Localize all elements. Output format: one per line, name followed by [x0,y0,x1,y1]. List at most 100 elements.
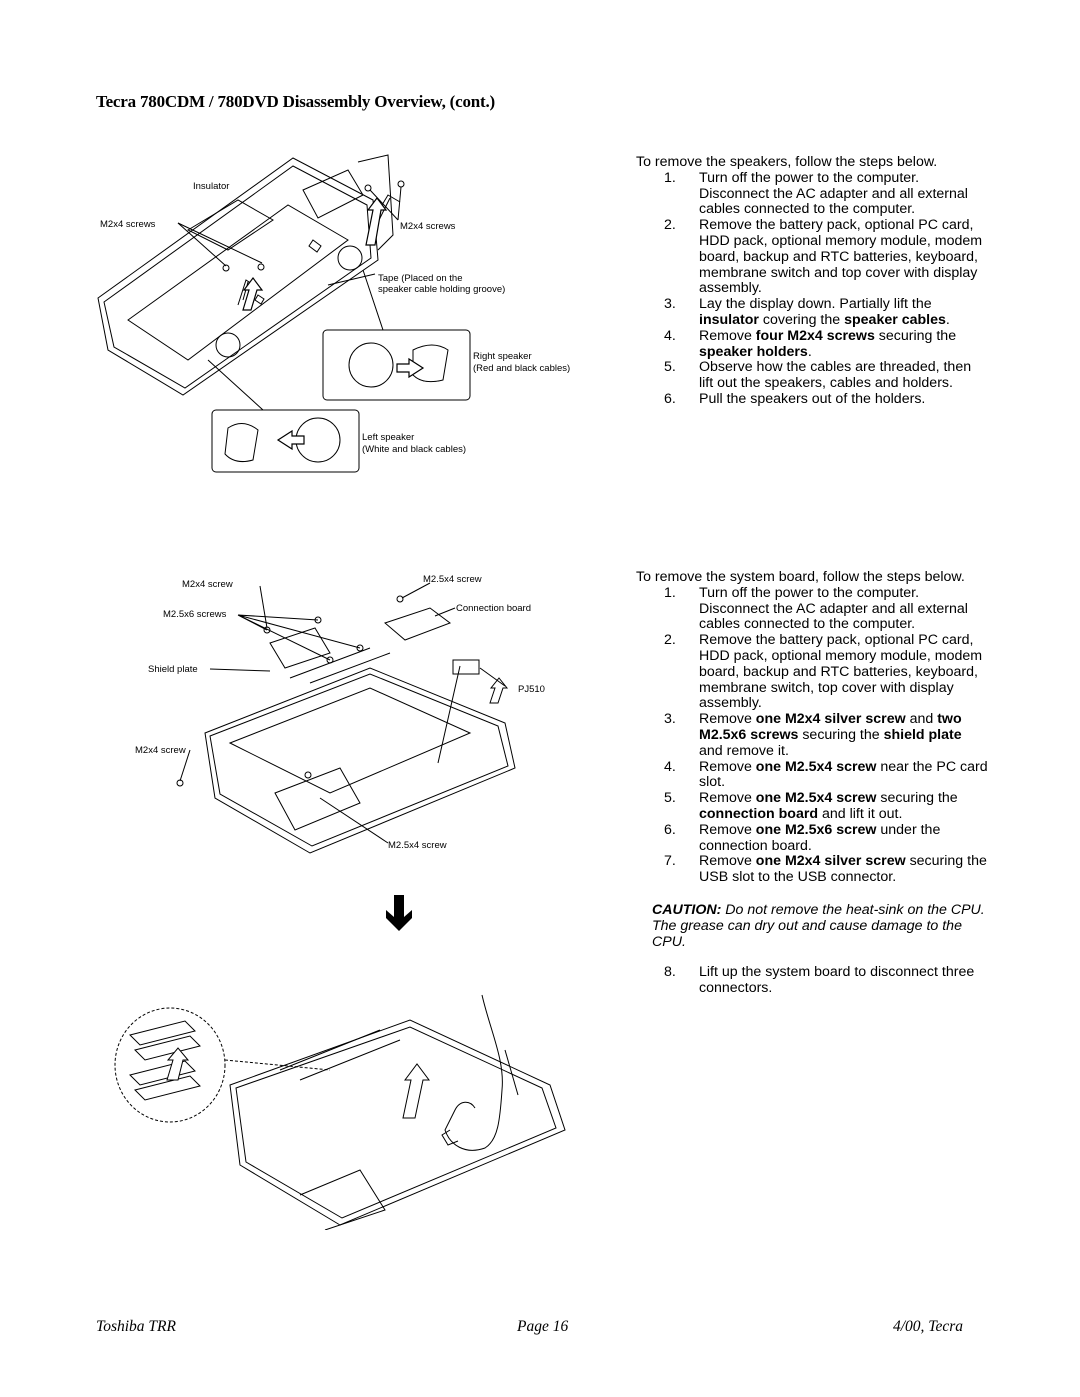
step-text: Remove [699,853,756,870]
step-number: 8. [664,964,676,981]
page-title: Tecra 780CDM / 780DVD Disassembly Overvi… [96,92,496,111]
label-right-speaker-line1: Right speaker [473,351,532,362]
step-item: 2. Remove the battery pack, optional PC c… [636,217,988,297]
step-emphasis: insulator [699,311,759,328]
step-item: 4. Remove four M2x4 screws securing the s… [636,327,988,361]
label-m2x4-screws-right: M2x4 screws [400,221,456,232]
step-item: 3. Lay the display down. Partially lift t… [636,296,988,329]
step-item: 5. Observe how the cables are threaded, t… [636,360,988,392]
step-text: Remove the battery pack, optional PC car… [699,217,983,297]
system-board-screws-drawing: M2x4 screw M2.5x4 screw M2.5x6 screws Co… [135,574,545,854]
label-pj510: PJ510 [518,684,545,695]
caution-text: Do not remove the heat-sink on the CPU. … [652,901,985,950]
step-item: 8. Lift up the system board to disconnect… [636,964,988,997]
step-number: 2. [664,217,676,234]
step-text: Remove [699,821,756,838]
caution-label: CAUTION: [652,901,722,918]
step-emphasis: speaker holders [699,343,808,360]
step-text: covering the [758,311,845,328]
system-board-instructions: To remove the system board, follow the s… [636,569,988,997]
label-m25x4-screw-top: M2.5x4 screw [423,574,482,585]
step-item: 6. Pull the speakers out of the holders. [636,390,988,408]
step-emphasis: one M2x4 silver screw [755,853,906,870]
label-tape-line2: speaker cable holding groove) [378,284,505,295]
step-number: 3. [664,711,676,728]
step-text: Remove [699,327,756,344]
down-arrow-icon [384,893,414,933]
speaker-removal-figure: Insulator M2x4 screws M2x4 screws Tape (… [88,150,578,480]
step-text: Turn off the power to the computer. Disc… [699,584,968,633]
step-emphasis: one M2.5x4 screw [755,758,877,775]
step-text: Pull the speakers out of the holders. [699,390,926,407]
step-text: . [945,311,950,328]
label-left-speaker-line1: Left speaker [362,432,414,443]
label-m25x6-screws: M2.5x6 screws [163,609,227,620]
label-m2x4-screw-left: M2x4 screw [135,745,186,756]
step-number: 2. [664,632,676,649]
step-number: 6. [664,821,676,838]
step-emphasis: connection board [699,805,819,822]
step-text: securing the [798,726,884,743]
label-left-speaker-line2: (White and black cables) [362,444,466,455]
step-emphasis: shield plate [883,726,962,743]
step-text: . [807,343,812,360]
system-board-steps-list: 1. Turn off the power to the computer. Di… [636,584,988,886]
step-text: and lift it out. [818,805,903,822]
speaker-steps-list: 1. Turn off the power to the computer. Di… [636,169,988,408]
step-text: Lift up the system board to disconnect t… [699,964,975,997]
step-number: 5. [664,359,676,376]
label-right-speaker-line2: (Red and black cables) [473,363,570,374]
step-text: Lay the display down. Partially lift the [699,296,932,313]
label-connection-board: Connection board [456,603,531,614]
footer-right: 4/00, Tecra [893,1318,964,1335]
step-text: and remove it. [699,742,789,759]
step-number: 1. [664,169,676,186]
step-item: 1. Turn off the power to the computer. Di… [636,584,988,633]
lift-system-board-figure [110,990,580,1230]
step-text: and [905,711,938,728]
step-item: 2. Remove the battery pack, optional PC c… [636,632,988,712]
step-text: Turn off the power to the computer. Disc… [699,169,968,218]
step-number: 6. [664,390,676,407]
step-text: Remove [699,711,756,728]
speaker-instructions: To remove the speakers, follow the steps… [636,154,988,408]
step-emphasis: one M2.5x4 screw [755,790,877,807]
label-m2x4-screw-top: M2x4 screw [182,579,233,590]
step-item: 4.Remove one M2.5x4 screw near the PC ca… [636,758,988,792]
step-emphasis: one M2.5x6 screw [755,821,877,838]
step-item: 6. Remove one M2.5x6 screw under the conn… [636,821,988,855]
step-emphasis: speaker cables [844,311,946,328]
step-number: 5. [664,790,676,807]
step-item: 5. Remove one M2.5x4 screw securing the c… [636,790,988,823]
label-insulator: Insulator [193,181,229,192]
step-text: near the PC card slot. [699,758,988,791]
step-text: under the connection board. [699,821,941,854]
lift-system-board-drawing [114,994,566,1230]
step-item: 1. Turn off the power to the computer. Di… [636,169,988,218]
system-board-screws-figure: M2x4 screw M2.5x4 screw M2.5x6 screws Co… [130,568,570,858]
caution-note: CAUTION: Do not remove the heat-sink on … [652,901,988,950]
step-text: securing the USB slot to the USB connect… [699,853,987,886]
step-text: securing the [874,327,957,344]
step-item: 3. Remove one M2x4 silver screw and two M… [636,711,988,759]
speaker-removal-drawing: Insulator M2x4 screws M2x4 screws Tape (… [97,154,570,473]
step-number: 4. [664,758,676,775]
step-emphasis: four M2x4 screws [755,327,875,344]
system-board-intro: To remove the system board, follow the s… [636,569,965,585]
step-text: securing the [876,790,958,807]
label-m2x4-screws-left: M2x4 screws [100,219,156,230]
step-item: 7. Remove one M2x4 silver screw securing … [636,853,988,886]
footer-page-number: Page 16 [517,1318,569,1335]
step-number: 3. [664,296,676,313]
label-shield-plate: Shield plate [148,664,198,675]
footer-left: Toshiba TRR [96,1318,176,1335]
step-text: Remove [699,790,756,807]
step-number: 7. [664,853,676,870]
step-number: 4. [664,327,676,344]
step-number: 1. [664,584,676,601]
step-text: Remove the battery pack, optional PC car… [699,632,983,712]
step-emphasis: one M2x4 silver screw [755,711,906,728]
speaker-intro: To remove the speakers, follow the steps… [636,154,938,170]
step-emphasis: two M2.5x6 screws [699,711,962,743]
step-text: Observe how the cables are threaded, the… [699,359,972,392]
